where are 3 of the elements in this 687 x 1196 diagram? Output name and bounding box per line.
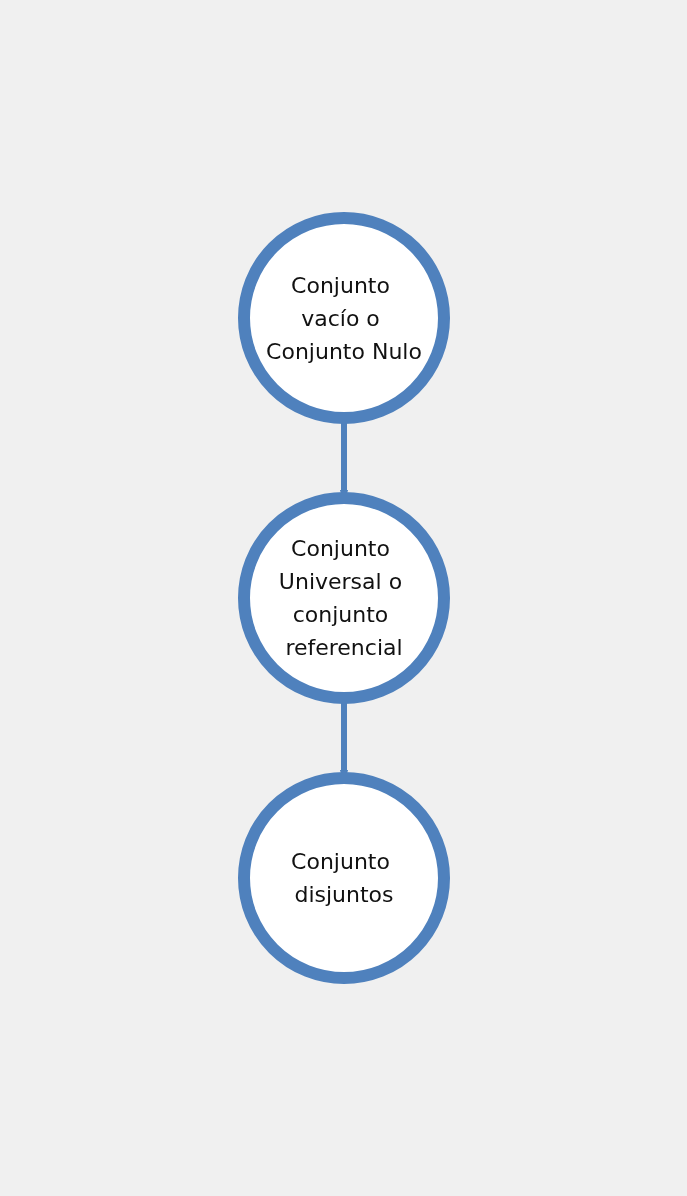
node-circle: Conjunto Universal o conjunto referencial (237, 492, 450, 704)
node-circle: Conjunto vacío o Conjunto Nulo (237, 212, 450, 424)
node-circle: Conjunto disjuntos (237, 772, 450, 984)
